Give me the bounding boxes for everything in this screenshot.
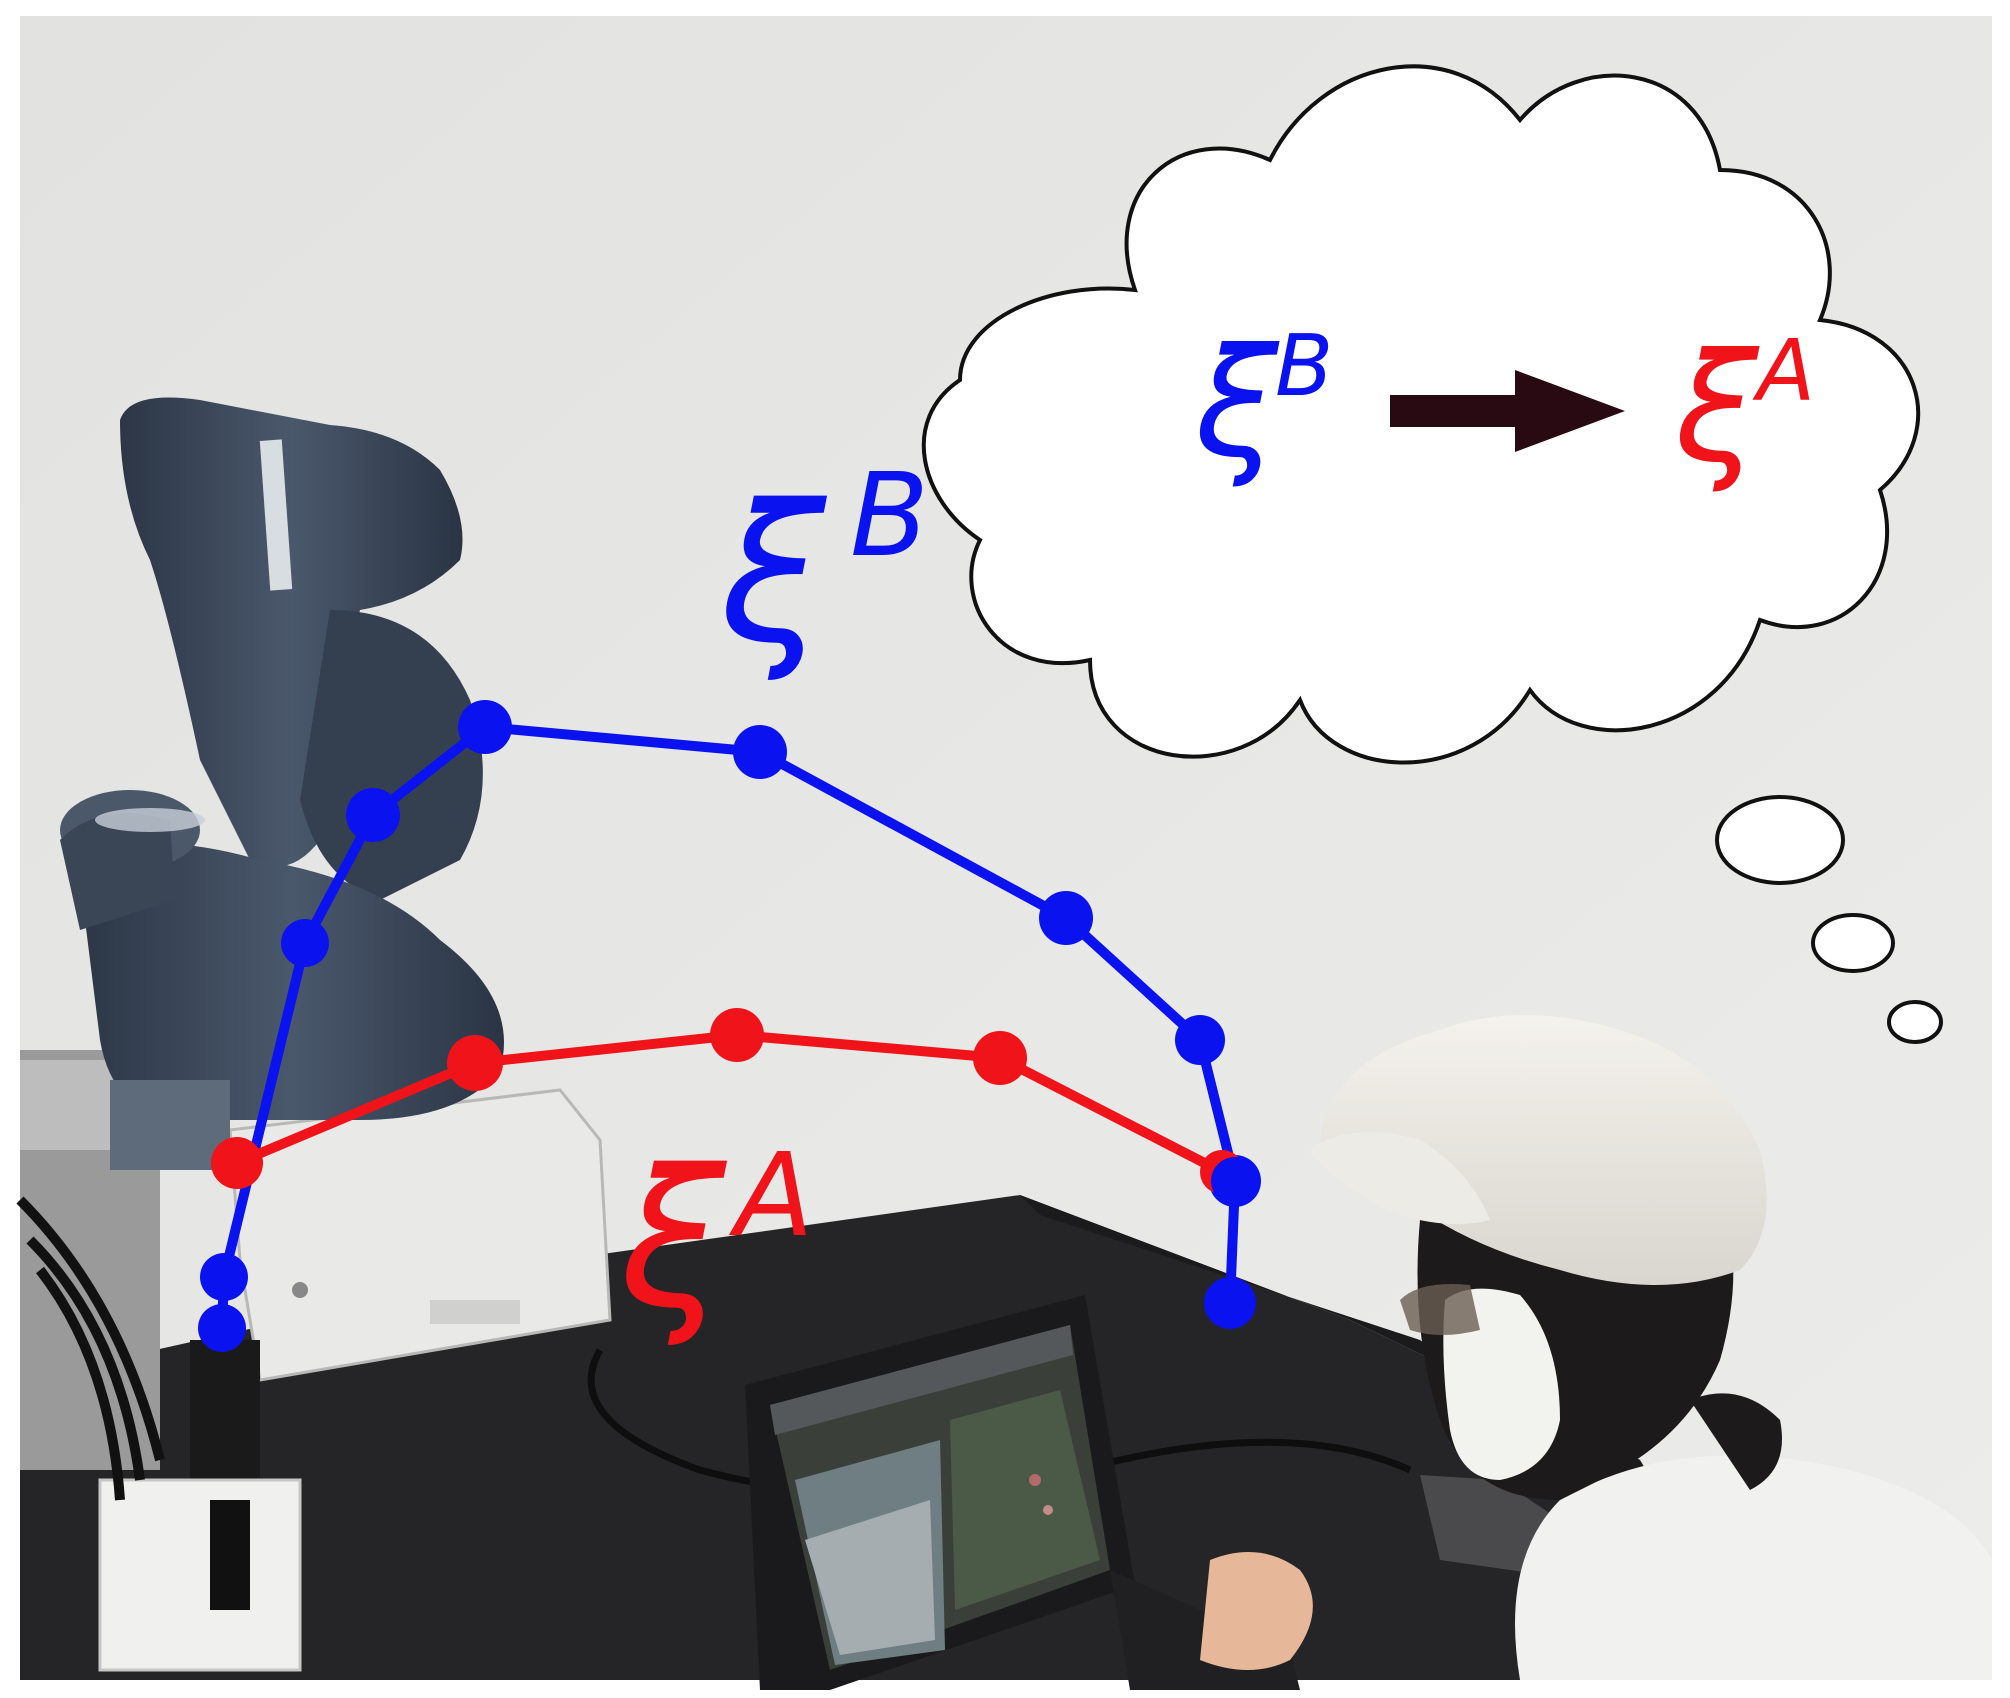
robot-base-port	[292, 1282, 308, 1298]
trajectory-b-label-symbol: ξ	[719, 464, 828, 685]
trajectory-b-waypoint	[733, 725, 787, 779]
trajectory-a-waypoint	[447, 1035, 503, 1091]
trajectory-b-waypoint	[281, 919, 329, 967]
trajectory-b-waypoint-overlap	[1211, 1157, 1259, 1205]
thought-to-superscript: A	[1752, 322, 1815, 421]
trajectory-a-waypoint	[973, 1031, 1027, 1085]
trajectory-a-waypoint	[211, 1137, 263, 1189]
person	[1200, 1015, 1992, 1680]
tool-block	[98, 1478, 302, 1672]
trajectory-a-label-symbol: ξ	[619, 1129, 728, 1350]
thought-to-symbol: ξ	[1674, 322, 1760, 496]
gripper-tip	[210, 1500, 250, 1610]
laptop	[745, 1295, 1300, 1690]
trajectory-b-waypoint	[1204, 1277, 1256, 1329]
thought-bubble-large	[1715, 795, 1845, 885]
trajectory-b-waypoint	[198, 1304, 246, 1352]
thought-to-label: ξ A	[1674, 322, 1815, 496]
trajectory-b-waypoint	[1039, 891, 1093, 945]
thought-from-label: ξ B	[1194, 317, 1333, 491]
trajectory-b-waypoint	[346, 788, 400, 842]
right-arrow-icon	[1390, 370, 1625, 452]
thought-bubble-medium	[1811, 913, 1895, 973]
trajectory-b-label-superscript: B	[850, 449, 929, 583]
trajectory-b-label: ξ B	[719, 449, 929, 685]
trajectory-a-waypoint	[710, 1008, 764, 1062]
thought-from-superscript: B	[1275, 317, 1333, 416]
trajectory-a-label: ξ A	[619, 1129, 814, 1350]
trajectory-a-label-superscript: A	[728, 1129, 814, 1263]
thought-from-symbol: ξ	[1194, 317, 1280, 491]
robot-base-slot	[430, 1300, 520, 1324]
thought-bubble-small	[1887, 1000, 1943, 1044]
cables	[16, 1196, 165, 1501]
trajectory-b-waypoint	[458, 700, 512, 754]
trajectory-b-waypoint	[200, 1253, 248, 1301]
trajectory-b-waypoint	[1175, 1015, 1225, 1065]
